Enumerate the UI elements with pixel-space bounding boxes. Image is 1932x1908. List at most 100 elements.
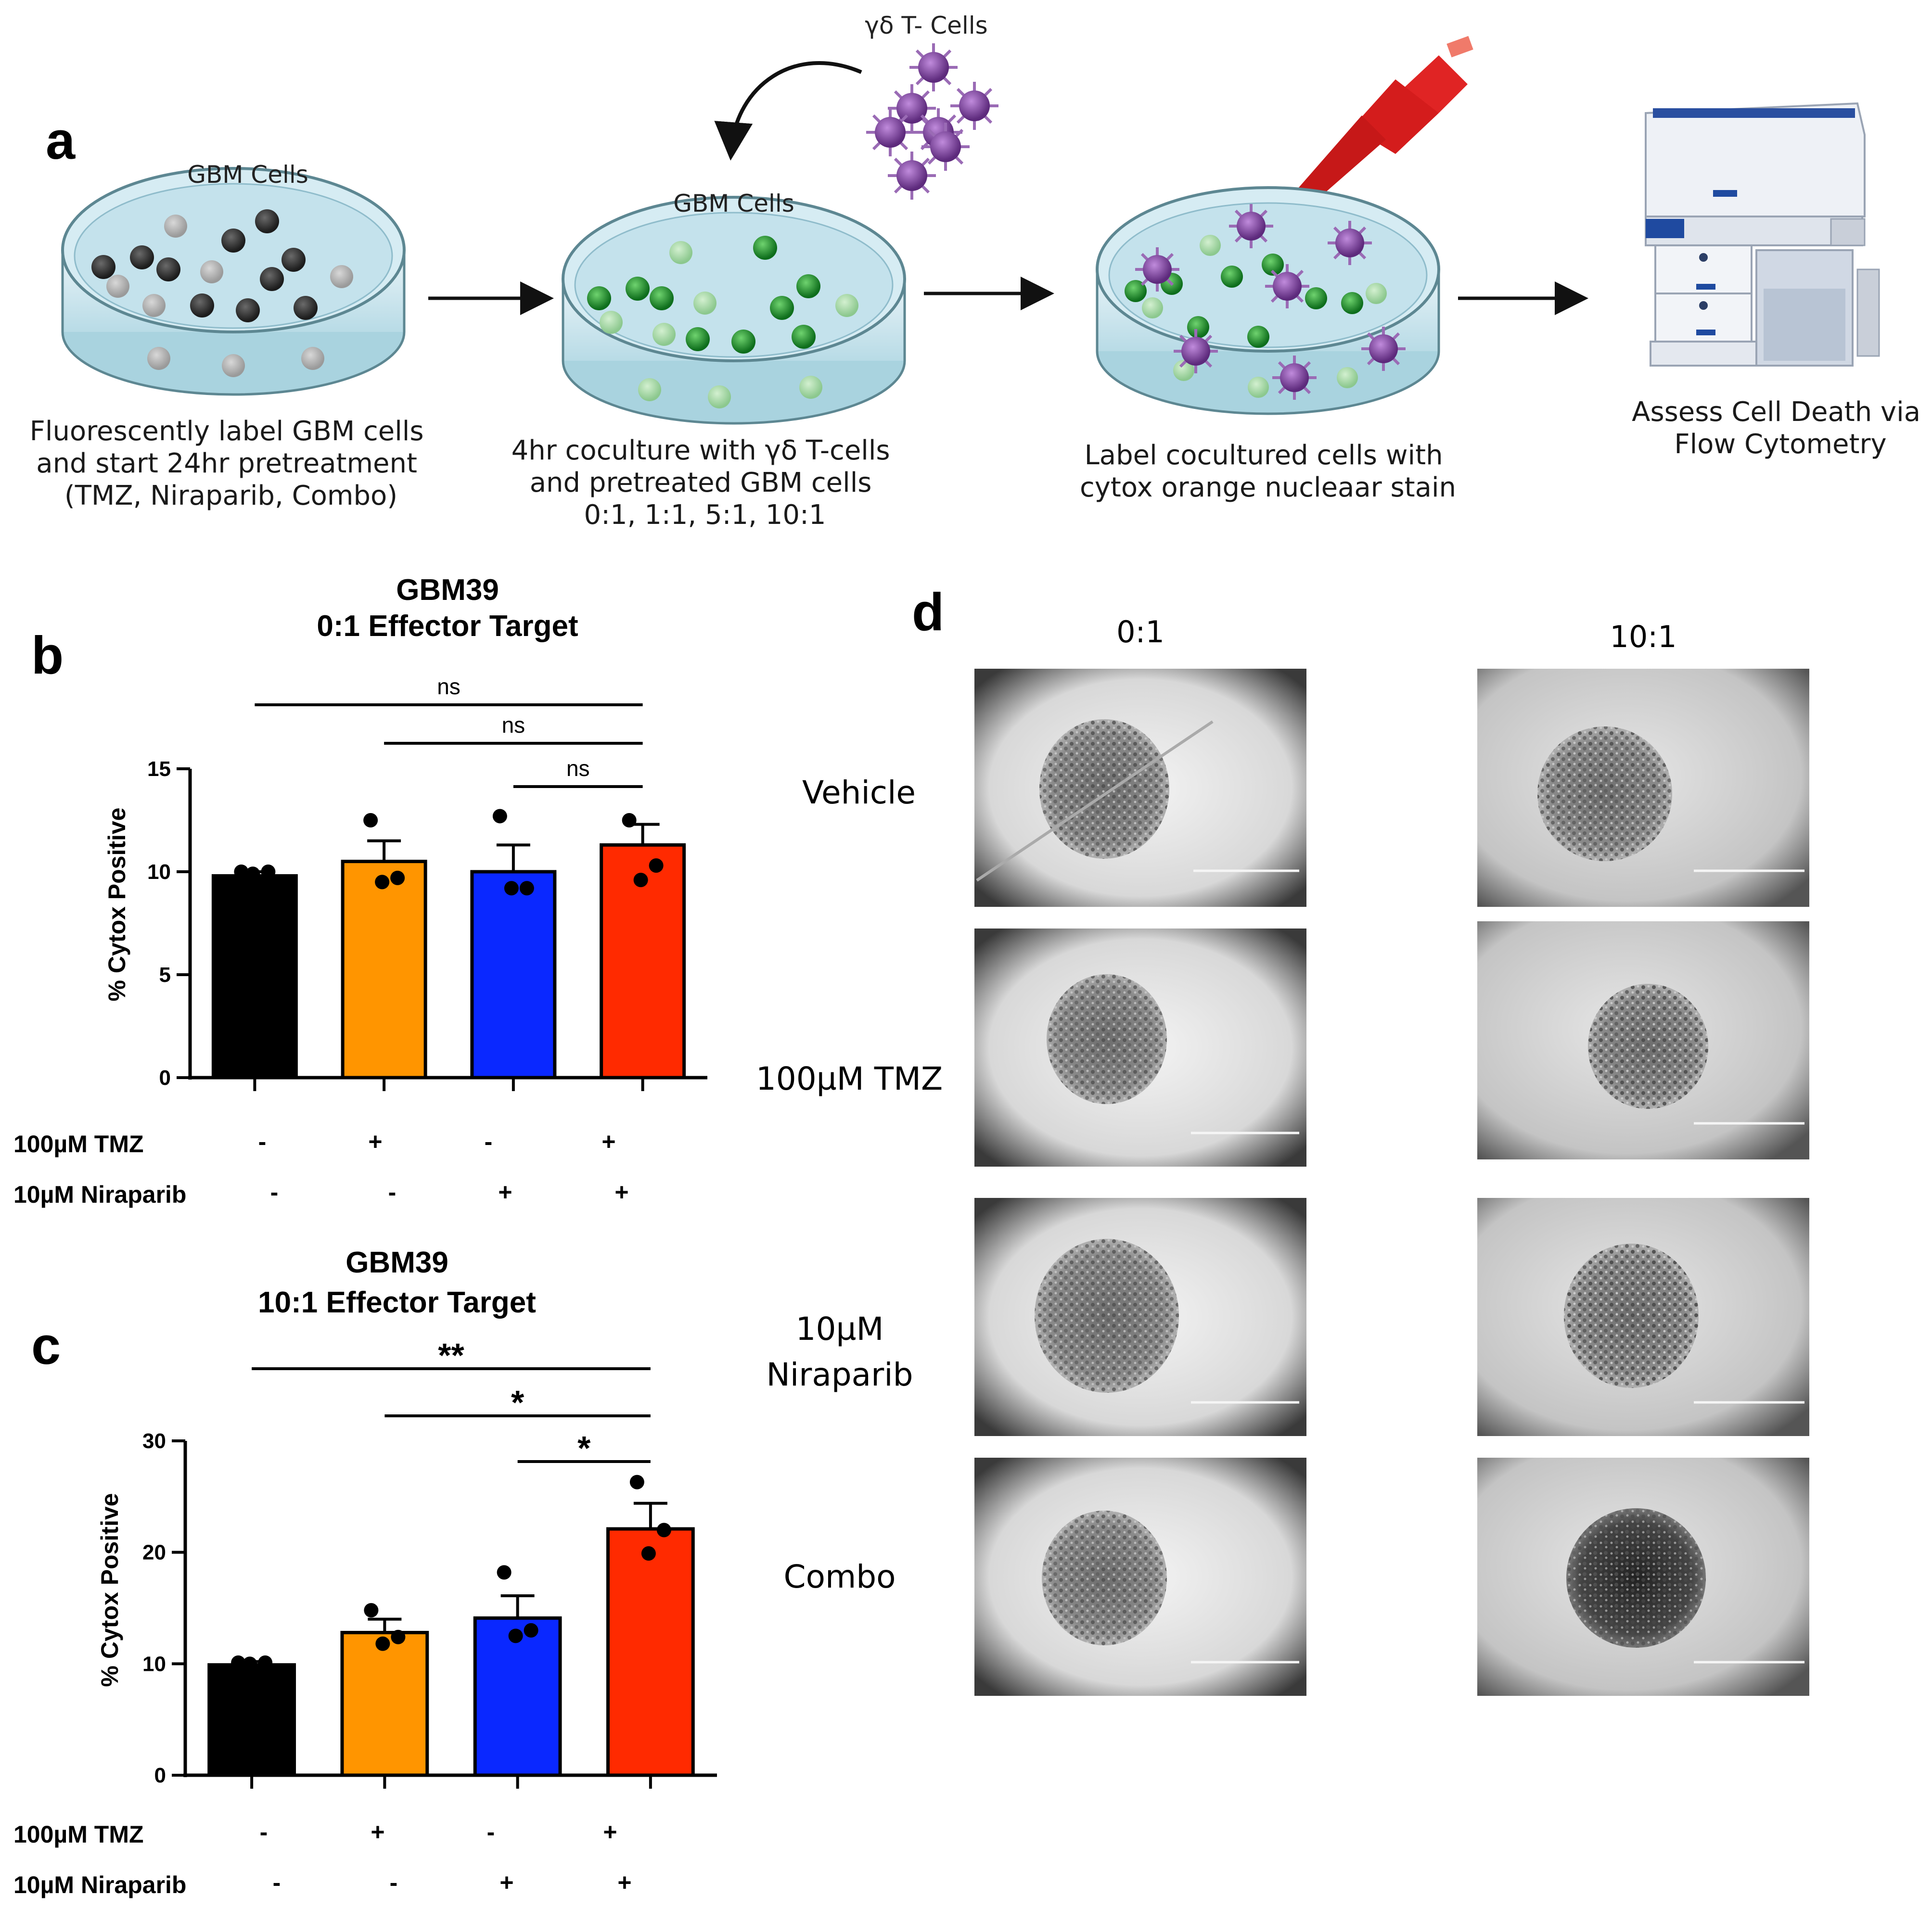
- data-point: [258, 1655, 273, 1670]
- chart-c-niraparib-label: 10µM Niraparib: [13, 1871, 186, 1898]
- panel-c: c GBM39 10:1 Effector Target % Cytox Pos…: [13, 1246, 717, 1898]
- sign-tmz-3: -: [485, 1128, 493, 1155]
- data-point: [261, 865, 276, 879]
- sign-nir-1: -: [270, 1179, 279, 1206]
- chart-c-tmz-label: 100µM TMZ: [13, 1821, 144, 1848]
- y-tick-label: 0: [154, 1764, 166, 1787]
- panel-b: b GBM39 0:1 Effector Target % Cytox Posi…: [13, 573, 707, 1208]
- petri-dish-icon: [562, 196, 906, 425]
- data-point: [234, 865, 249, 879]
- data-point: [243, 1656, 257, 1671]
- data-point: [629, 1475, 644, 1489]
- chart-c-title-line1: GBM39: [345, 1246, 448, 1279]
- bar: [470, 870, 557, 1080]
- sign-tmz-4: +: [601, 1128, 615, 1155]
- chart-b-niraparib-signs: - - + +: [270, 1179, 629, 1206]
- significance-label: *: [577, 1429, 591, 1467]
- y-tick-label: 30: [142, 1429, 166, 1453]
- sign-nir-2: -: [388, 1179, 397, 1206]
- micrograph-10-1-combo: [1477, 1458, 1809, 1696]
- significance-label: ns: [566, 756, 590, 781]
- data-point: [390, 870, 405, 885]
- sign-nir-2: -: [390, 1869, 398, 1896]
- bar: [606, 1527, 695, 1777]
- step1-caption: Fluorescently label GBM cells and start …: [30, 416, 433, 511]
- gamma-delta-label: γδ T- Cells: [865, 12, 987, 39]
- chart-b-tmz-signs: - + - +: [258, 1128, 616, 1155]
- sign-nir-1: -: [273, 1869, 281, 1896]
- micrograph-10-1-tmz: [1477, 921, 1809, 1159]
- micrograph-0-1-combo: [974, 1458, 1306, 1696]
- curved-arrow-icon: [714, 61, 862, 161]
- panel-d-letter: d: [912, 583, 944, 642]
- data-point: [375, 875, 390, 890]
- sign-tmz-2: +: [371, 1819, 384, 1845]
- step3-caption: Label cocultured cells with cytox orange…: [1080, 440, 1456, 503]
- panel-c-letter: c: [31, 1316, 61, 1375]
- chart-b-tmz-label: 100µM TMZ: [13, 1131, 144, 1158]
- data-point: [622, 813, 637, 827]
- y-tick-label: 0: [159, 1066, 171, 1090]
- y-tick-label: 20: [142, 1541, 166, 1565]
- data-point: [633, 873, 648, 888]
- row-label-combo: Combo: [783, 1558, 896, 1595]
- data-point: [508, 1628, 523, 1643]
- panel-b-letter: b: [31, 626, 64, 685]
- y-tick-label: 10: [147, 860, 171, 884]
- sign-nir-3: +: [498, 1179, 512, 1206]
- data-point: [524, 1623, 538, 1638]
- dish2-label: GBM Cells: [673, 190, 794, 217]
- chart-b-title-line2: 0:1 Effector Target: [317, 610, 578, 643]
- sign-tmz-1: -: [258, 1128, 267, 1155]
- chart-c-niraparib-signs: - - + +: [273, 1869, 632, 1896]
- sign-nir-3: +: [499, 1869, 513, 1896]
- micrograph-10-1-vehicle: [1477, 669, 1809, 907]
- data-point: [519, 881, 534, 896]
- row-label-niraparib-line2: Niraparib: [767, 1356, 913, 1393]
- chart-c-ylabel: % Cytox Positive: [96, 1493, 123, 1687]
- significance-label: ns: [502, 712, 525, 738]
- significance-label: **: [438, 1336, 464, 1374]
- data-point: [649, 858, 664, 873]
- bar: [473, 1616, 562, 1777]
- y-tick-label: 5: [159, 963, 171, 987]
- data-point: [364, 1603, 379, 1618]
- bar: [207, 1663, 296, 1777]
- data-point: [492, 809, 507, 824]
- data-point: [391, 1629, 406, 1644]
- dish1-label: GBM Cells: [187, 161, 308, 189]
- column-label-0-1: 0:1: [1116, 614, 1164, 649]
- panel-a: a GBM Cells: [30, 12, 1929, 531]
- sign-tmz-1: -: [260, 1819, 268, 1845]
- chart-b-title-line1: GBM39: [396, 573, 499, 607]
- micrograph-0-1-niraparib: [974, 1198, 1306, 1436]
- sign-nir-4: +: [614, 1179, 628, 1206]
- sign-nir-4: +: [617, 1869, 631, 1896]
- micrograph-0-1-tmz: [974, 929, 1306, 1167]
- micrograph-10-1-niraparib: [1477, 1198, 1809, 1436]
- t-cell-icon: [866, 43, 998, 200]
- data-point: [504, 881, 519, 896]
- micrograph-0-1-vehicle: [974, 669, 1306, 907]
- data-point: [231, 1655, 246, 1670]
- y-tick-label: 10: [142, 1652, 166, 1676]
- sign-tmz-4: +: [603, 1819, 617, 1845]
- chart-b-niraparib-label: 10µM Niraparib: [13, 1181, 186, 1208]
- chart-c-title-line2: 10:1 Effector Target: [258, 1286, 536, 1319]
- bar: [340, 1630, 429, 1777]
- data-point: [656, 1523, 671, 1538]
- data-point: [363, 813, 378, 827]
- bar: [341, 860, 427, 1080]
- significance-label: ns: [437, 674, 461, 699]
- bar: [211, 874, 298, 1080]
- sign-tmz-2: +: [368, 1128, 382, 1155]
- chart-b-ylabel: % Cytox Positive: [103, 808, 130, 1002]
- row-label-niraparib-line1: 10µM: [796, 1310, 884, 1348]
- row-label-tmz: 100µM TMZ: [756, 1060, 943, 1097]
- data-point: [641, 1546, 656, 1561]
- step4-caption: Assess Cell Death via Flow Cytometry: [1632, 396, 1929, 460]
- data-point: [497, 1565, 512, 1580]
- chart-c-tmz-signs: - + - +: [260, 1819, 617, 1845]
